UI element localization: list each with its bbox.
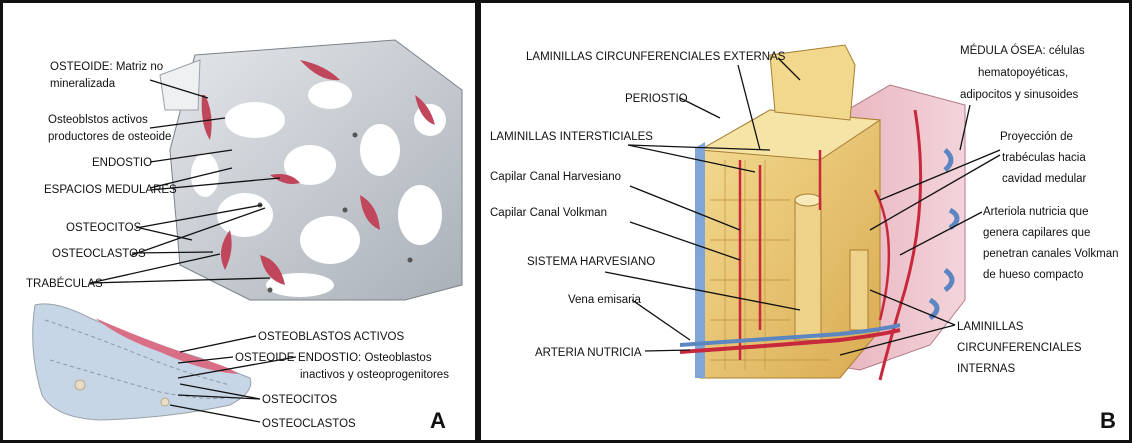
label-lci-line3: INTERNAS — [957, 363, 1015, 375]
label-osteocitos: OSTEOCITOS — [66, 222, 142, 234]
label-lci-line1: LAMINILLAS — [957, 321, 1024, 333]
label-lci-line2: CIRCUNFERENCIALES — [957, 342, 1082, 354]
label-capilar-harvesiano: Capilar Canal Harvesiano — [490, 171, 621, 183]
label-osteoclastos: OSTEOCLASTOS — [52, 248, 146, 260]
label-osteoclastos2: OSTEOCLASTOS — [262, 418, 356, 430]
label-proyeccion-line3: cavidad medular — [1002, 173, 1087, 185]
label-endostio: ENDOSTIO — [92, 157, 152, 169]
label-endostio2-line1: ENDOSTIO: Osteoblastos — [298, 352, 432, 364]
label-medula-line3: adipocitos y sinusoides — [960, 89, 1079, 101]
label-proyeccion-line1: Proyección de — [1000, 131, 1073, 143]
label-laminillas-intersticiales: LAMINILLAS INTERSTICIALES — [490, 131, 653, 143]
panel-letter-a: A — [430, 408, 446, 433]
label-periostio: PERIOSTIO — [625, 93, 688, 105]
trabecula-section — [33, 304, 251, 420]
label-vena-emisaria: Vena emisaria — [568, 294, 641, 306]
label-arteriola-line4: de hueso compacto — [983, 269, 1083, 281]
label-endostio2-line2: inactivos y osteoprogenitores — [300, 369, 449, 381]
label-medula-line2: hematopoyéticas, — [978, 67, 1068, 79]
label-osteoblastos-line1: Osteoblstos activos — [48, 114, 148, 126]
label-sistema-harvesiano: SISTEMA HARVESIANO — [527, 256, 655, 268]
label-medula-line1: MÉDULA ÓSEA: células — [960, 44, 1085, 57]
label-proyeccion-line2: trabéculas hacia — [1002, 152, 1086, 164]
label-arteriola-line2: genera capilares que — [983, 227, 1090, 239]
label-arteriola-line1: Arteriola nutricia que — [983, 206, 1088, 218]
panel-letter-b: B — [1100, 408, 1116, 433]
label-osteoide-matriz-line1: OSTEOIDE: Matriz no — [50, 61, 163, 73]
spongy-bone-illustration — [160, 40, 462, 300]
label-osteoblastos-activos: OSTEOBLASTOS ACTIVOS — [258, 331, 404, 343]
label-osteoide-matriz-line2: mineralizada — [50, 78, 116, 90]
label-laminillas-externas: LAMINILLAS CIRCUNFERENCIALES EXTERNAS — [526, 51, 786, 63]
label-arteriola-line3: penetran canales Volkman — [983, 248, 1119, 260]
label-capilar-volkman: Capilar Canal Volkman — [490, 207, 607, 219]
label-arteria-nutricia: ARTERIA NUTRICIA — [535, 347, 642, 359]
compact-bone-illustration — [680, 45, 965, 380]
label-osteocitos2: OSTEOCITOS — [262, 394, 338, 406]
label-osteoblastos-line2: productores de osteoide — [48, 131, 171, 143]
